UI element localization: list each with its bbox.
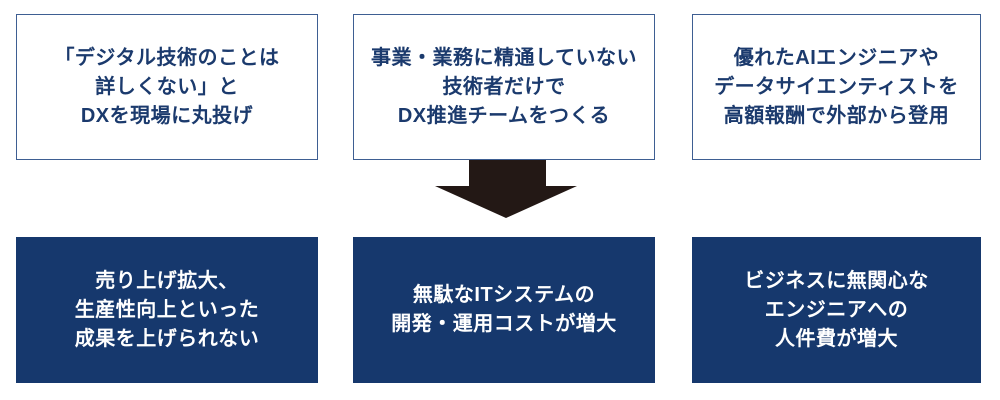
down-arrow-icon	[435, 160, 577, 218]
cause-box-2-label: 事業・業務に精通していない 技術者だけで DX推進チームをつくる	[371, 46, 637, 127]
cause-box-1-label: 「デジタル技術のことは 詳しくない」と DXを現場に丸投げ	[54, 46, 280, 127]
effect-box-3-label: ビジネスに無関心な エンジニアへの 人件費が増大	[744, 269, 929, 350]
effect-box-1: 売り上げ拡大、 生産性向上といった 成果を上げられない	[16, 237, 318, 383]
effect-box-1-label: 売り上げ拡大、 生産性向上といった 成果を上げられない	[74, 269, 260, 350]
effect-box-2-label: 無駄なITシステムの 開発・運用コストが増大	[391, 284, 617, 335]
effect-box-3: ビジネスに無関心な エンジニアへの 人件費が増大	[692, 237, 981, 383]
cause-box-1: 「デジタル技術のことは 詳しくない」と DXを現場に丸投げ	[16, 14, 318, 160]
cause-box-2: 事業・業務に精通していない 技術者だけで DX推進チームをつくる	[353, 14, 655, 160]
cause-box-3-label: 優れたAIエンジニアや データサイエンティストを 高額報酬で外部から登用	[714, 46, 959, 127]
cause-box-3: 優れたAIエンジニアや データサイエンティストを 高額報酬で外部から登用	[692, 14, 981, 160]
effect-box-2: 無駄なITシステムの 開発・運用コストが増大	[353, 237, 655, 383]
